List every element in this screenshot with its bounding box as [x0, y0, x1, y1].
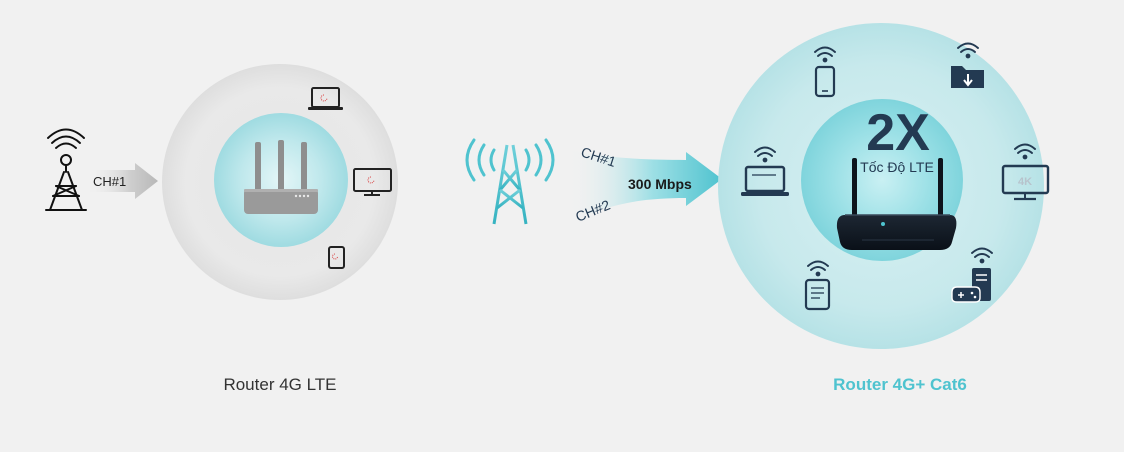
wifi-icon: [957, 42, 979, 59]
speed-multiplier-headline: 2X: [866, 104, 930, 162]
smartphone-icon: [814, 65, 836, 98]
caption-router-4g-plus-cat6: Router 4G+ Cat6: [833, 375, 967, 394]
tablet-icon: [804, 278, 831, 311]
wifi-icon: [971, 247, 993, 264]
wifi-icon: [807, 260, 829, 277]
download-folder-icon: [951, 66, 984, 88]
speed-label: 300 Mbps: [628, 176, 692, 192]
tv-4k-badge: 4K: [1018, 176, 1032, 188]
wifi-icon: [1014, 143, 1036, 160]
tv-4k-icon: 4K: [1001, 164, 1050, 201]
bandwidth-arrow: [568, 150, 722, 222]
router-icon: [836, 158, 957, 250]
wifi-icon: [754, 146, 776, 163]
channel-arrow-left: [86, 163, 158, 199]
broadcast-tower-icon: [465, 132, 555, 226]
cell-tower-icon: [45, 128, 87, 211]
speed-subline: Tốc Độ LTE: [860, 159, 934, 175]
laptop-icon: [741, 165, 789, 196]
wifi-icon: [814, 46, 836, 63]
channel-label-left: CH#1: [93, 174, 126, 189]
laptop-icon: [308, 87, 343, 110]
caption-router-4g-lte: Router 4G LTE: [223, 375, 337, 394]
router-icon: [244, 140, 318, 214]
tablet-icon: [328, 246, 345, 269]
monitor-icon: [353, 168, 392, 196]
game-console-icon: [951, 268, 991, 303]
